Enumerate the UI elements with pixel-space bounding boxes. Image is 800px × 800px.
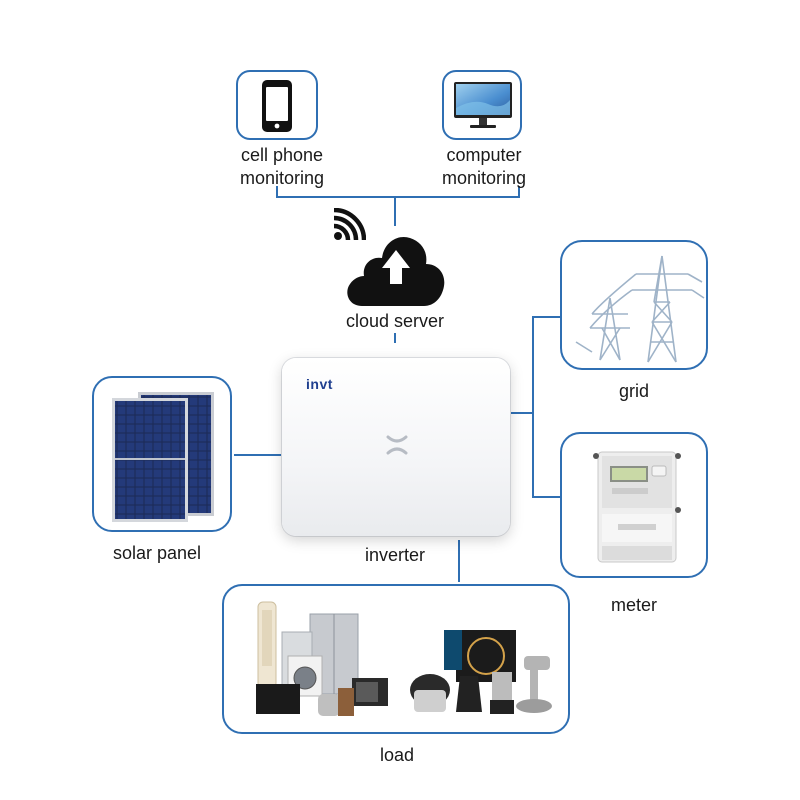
grid-label: grid — [618, 381, 649, 401]
connector-bus-meter — [532, 496, 562, 498]
computer-label: computer monitoring — [426, 144, 542, 190]
inverter-brand-logo: invt — [306, 376, 333, 392]
cell-phone-label: cell phone monitoring — [224, 144, 340, 190]
electric-meter-icon — [593, 451, 681, 563]
computer-label-line2: monitoring — [441, 168, 527, 188]
connector-bus-grid — [532, 316, 562, 318]
inverter-x-icon — [386, 435, 408, 455]
grid-box — [560, 240, 708, 370]
meter-label: meter — [610, 595, 657, 615]
connector-phone-drop — [276, 186, 278, 198]
inverter-image: invt — [282, 358, 510, 536]
cell-phone-label-line1: cell phone — [240, 145, 324, 165]
connector-computer-drop — [518, 186, 520, 198]
connector-cloud-inverter — [394, 333, 396, 343]
connector-solar-inverter — [234, 454, 282, 456]
connector-bus-vertical — [532, 316, 534, 498]
inverter-label: inverter — [364, 545, 426, 565]
solar-panel-label: solar panel — [112, 543, 202, 563]
load-box — [222, 584, 570, 734]
connector-cloud-up — [394, 196, 396, 226]
computer-box — [442, 70, 522, 140]
cell-phone-box — [236, 70, 318, 140]
cloud-upload-icon — [347, 236, 445, 306]
cell-phone-label-line2: monitoring — [239, 168, 325, 188]
connector-monitor-bar — [276, 196, 520, 198]
phone-icon — [262, 80, 292, 132]
pylon-icon — [575, 255, 705, 363]
solar-panel-box — [92, 376, 232, 532]
connector-inverter-grid-h — [510, 412, 534, 414]
appliances-image — [256, 601, 552, 716]
wifi-icon — [333, 208, 366, 241]
meter-box — [560, 432, 708, 578]
monitor-icon — [454, 82, 512, 128]
computer-label-line1: computer — [446, 145, 522, 165]
load-label: load — [379, 745, 415, 765]
connector-inverter-load — [458, 540, 460, 582]
cloud-server-label: cloud server — [345, 311, 445, 331]
solar-panel-icon — [112, 392, 214, 522]
